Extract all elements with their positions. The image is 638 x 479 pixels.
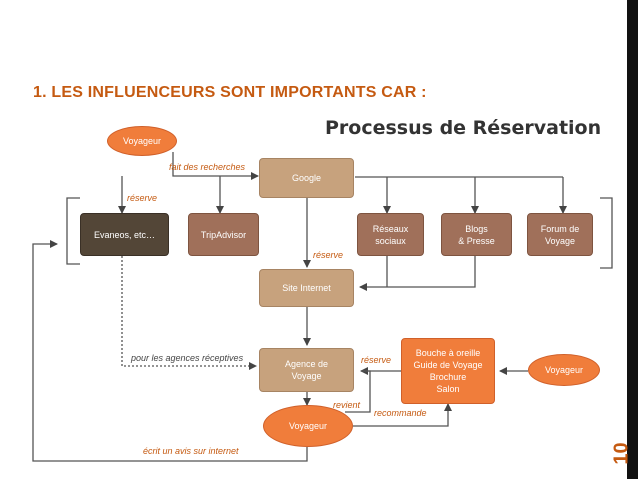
bouche-a-oreille-node: Bouche à oreille Guide de Voyage Brochur… xyxy=(401,338,495,404)
label-recommande: recommande xyxy=(374,408,427,418)
forum-voyage-node: Forum de Voyage xyxy=(527,213,593,256)
right-bracket xyxy=(600,197,613,269)
label-reserve-agence: réserve xyxy=(361,355,392,365)
label-reserve-left: réserve xyxy=(127,193,158,203)
arrow-evaneos-agence xyxy=(121,244,257,370)
arrow-voyageur-bouche xyxy=(353,403,452,427)
voyageur-top-node: Voyageur xyxy=(107,126,177,156)
voyageur-bottom-node: Voyageur xyxy=(263,405,353,447)
reseaux-sociaux-node: Réseaux sociaux xyxy=(357,213,424,256)
site-internet-node: Site Internet xyxy=(259,269,354,307)
arrow-revient xyxy=(345,370,371,413)
left-bracket xyxy=(66,197,80,265)
agence-voyage-node: Agence de Voyage xyxy=(259,348,354,392)
label-pour-agences: pour les agences réceptives xyxy=(131,353,244,363)
evaneos-node: Evaneos, etc… xyxy=(80,213,169,256)
slide-title: 1. LES INFLUENCEURS SONT IMPORTANTS CAR … xyxy=(33,84,427,101)
label-fait-recherches: fait des recherches xyxy=(169,162,246,172)
label-revient: revient xyxy=(333,400,361,410)
label-reserve-mid: réserve xyxy=(313,250,344,260)
blogs-presse-node: Blogs & Presse xyxy=(441,213,512,256)
right-accent-bar xyxy=(627,0,638,479)
google-node: Google xyxy=(259,158,354,198)
arrow-reseaux-site xyxy=(359,244,476,291)
label-ecrit-avis: écrit un avis sur internet xyxy=(143,446,239,456)
diagram-title: Processus de Réservation xyxy=(325,117,602,139)
tripadvisor-node: TripAdvisor xyxy=(188,213,259,256)
arrow-voyageur-google xyxy=(172,152,259,180)
arrow-ecrit-avis xyxy=(32,240,308,462)
voyageur-right-node: Voyageur xyxy=(528,354,600,386)
